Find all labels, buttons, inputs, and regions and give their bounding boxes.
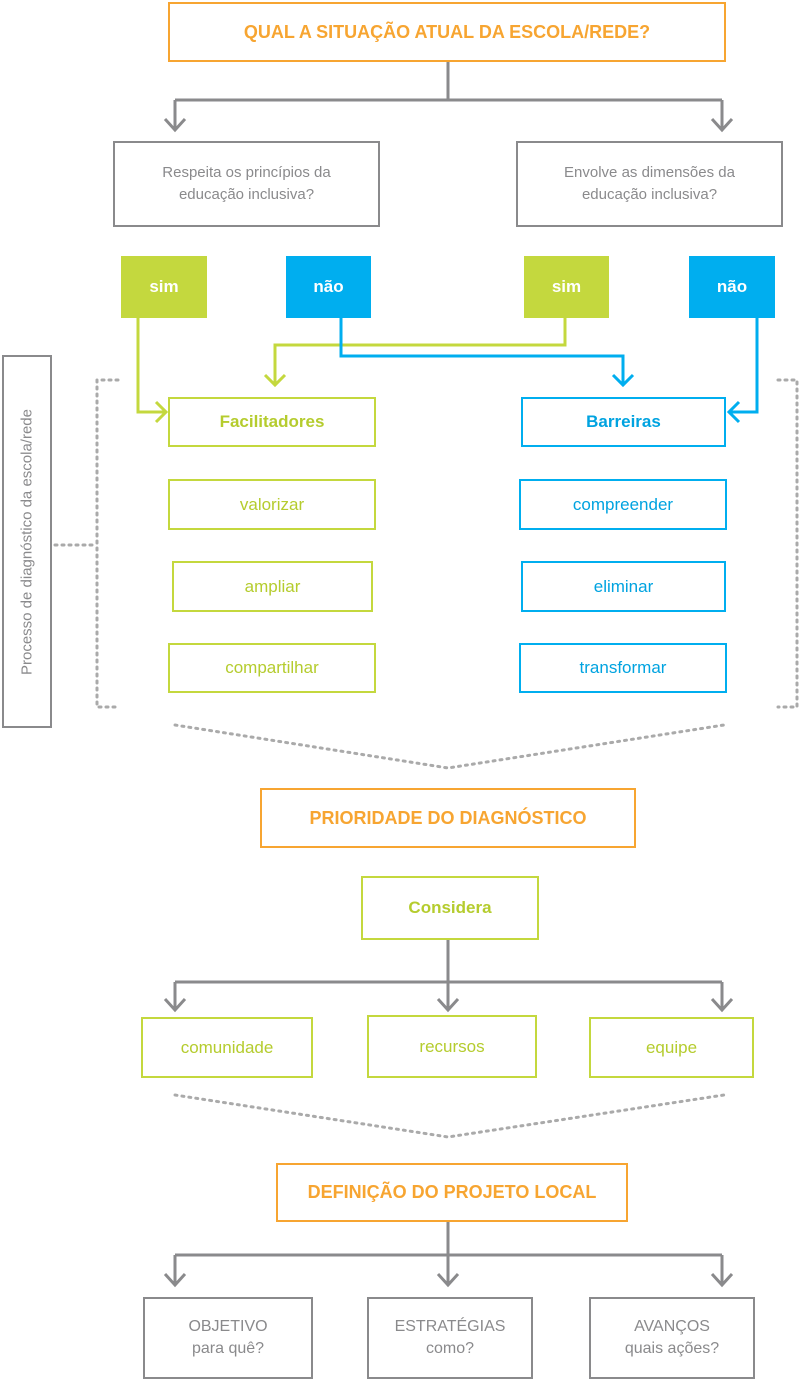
considera-title: Considera bbox=[408, 898, 492, 917]
facilitadores-title: Facilitadores bbox=[219, 412, 325, 431]
answer-label: sim bbox=[551, 277, 582, 296]
item-label: recursos bbox=[419, 1036, 485, 1056]
outcome-title: AVANÇOS bbox=[634, 1318, 710, 1335]
outcome-estrategias: ESTRATÉGIAS como? bbox=[367, 1297, 533, 1379]
title-box: QUAL A SITUAÇÃO ATUAL DA ESCOLA/REDE? bbox=[168, 2, 726, 62]
title: QUAL A SITUAÇÃO ATUAL DA ESCOLA/REDE? bbox=[243, 21, 651, 42]
arrow-nao2-barreiras bbox=[726, 318, 759, 424]
question-dimensions: Envolve as dimensões da educação inclusi… bbox=[516, 141, 783, 227]
arrowheads-definition bbox=[163, 1272, 734, 1288]
consider-item: recursos bbox=[367, 1015, 537, 1078]
dotted-chevron-2 bbox=[173, 1093, 726, 1139]
outcome-objetivo: OBJETIVO para quê? bbox=[143, 1297, 313, 1379]
arrowheads-top bbox=[163, 117, 734, 133]
arrow-sim1-facilitadores bbox=[136, 318, 169, 424]
outcome-sub: para quê? bbox=[191, 1340, 265, 1357]
item-label: compartilhar bbox=[225, 658, 319, 677]
item-label: eliminar bbox=[593, 576, 654, 596]
consider-item: comunidade bbox=[141, 1017, 313, 1078]
answer-nao-principles: não bbox=[286, 256, 371, 318]
barrier-item: eliminar bbox=[521, 561, 726, 612]
dotted-chevron-1 bbox=[173, 723, 726, 770]
facilitator-item: compartilhar bbox=[168, 643, 376, 693]
facilitator-item: valorizar bbox=[168, 479, 376, 530]
item-label: equipe bbox=[645, 1037, 698, 1057]
barrier-item: transformar bbox=[519, 643, 727, 693]
answer-label: não bbox=[313, 277, 344, 296]
connector-top bbox=[173, 62, 724, 130]
consider-item: equipe bbox=[589, 1017, 754, 1078]
answer-sim-dimensions: sim bbox=[524, 256, 609, 318]
arrow-nao1-barreiras bbox=[339, 318, 635, 388]
item-label: ampliar bbox=[244, 576, 301, 596]
arrow-sim2-facilitadores bbox=[263, 318, 567, 388]
barreiras-box: Barreiras bbox=[521, 397, 726, 447]
answer-label: não bbox=[716, 277, 748, 296]
item-label: compreender bbox=[572, 494, 674, 514]
question-text: Respeita os princípios da educação inclu… bbox=[162, 164, 331, 203]
outcome-sub: como? bbox=[425, 1340, 475, 1357]
process-label-box: Processo de diagnóstico da escola/rede bbox=[2, 355, 52, 728]
answer-label: sim bbox=[149, 277, 179, 296]
question-text: Envolve as dimensões da educação inclusi… bbox=[564, 164, 735, 203]
definition-box: DEFINIÇÃO DO PROJETO LOCAL bbox=[276, 1163, 628, 1222]
facilitator-item: ampliar bbox=[172, 561, 373, 612]
connector-definition bbox=[173, 1222, 724, 1285]
connector-considera bbox=[173, 940, 724, 1010]
process-label: Processo de diagnóstico da escola/rede bbox=[18, 408, 36, 675]
outcome-title: ESTRATÉGIAS bbox=[394, 1318, 506, 1335]
dotted-bracket-right bbox=[776, 378, 799, 709]
outcome-title: OBJETIVO bbox=[188, 1318, 268, 1335]
answer-sim-principles: sim bbox=[121, 256, 207, 318]
question-principles: Respeita os princípios da educação inclu… bbox=[113, 141, 380, 227]
priority-box: PRIORIDADE DO DIAGNÓSTICO bbox=[260, 788, 636, 848]
arrowheads-considera bbox=[163, 997, 734, 1013]
item-label: transformar bbox=[579, 658, 667, 677]
barrier-item: compreender bbox=[519, 479, 727, 530]
dotted-bracket-left bbox=[95, 378, 120, 709]
considera-box: Considera bbox=[361, 876, 539, 940]
outcome-avancos: AVANÇOS quais ações? bbox=[589, 1297, 755, 1379]
definition-title: DEFINIÇÃO DO PROJETO LOCAL bbox=[307, 1182, 597, 1202]
barreiras-title: Barreiras bbox=[586, 412, 661, 431]
item-label: comunidade bbox=[180, 1037, 274, 1057]
priority-title: PRIORIDADE DO DIAGNÓSTICO bbox=[309, 807, 587, 828]
outcome-sub: quais ações? bbox=[624, 1340, 720, 1357]
item-label: valorizar bbox=[239, 494, 305, 514]
answer-nao-dimensions: não bbox=[689, 256, 775, 318]
facilitadores-box: Facilitadores bbox=[168, 397, 376, 447]
